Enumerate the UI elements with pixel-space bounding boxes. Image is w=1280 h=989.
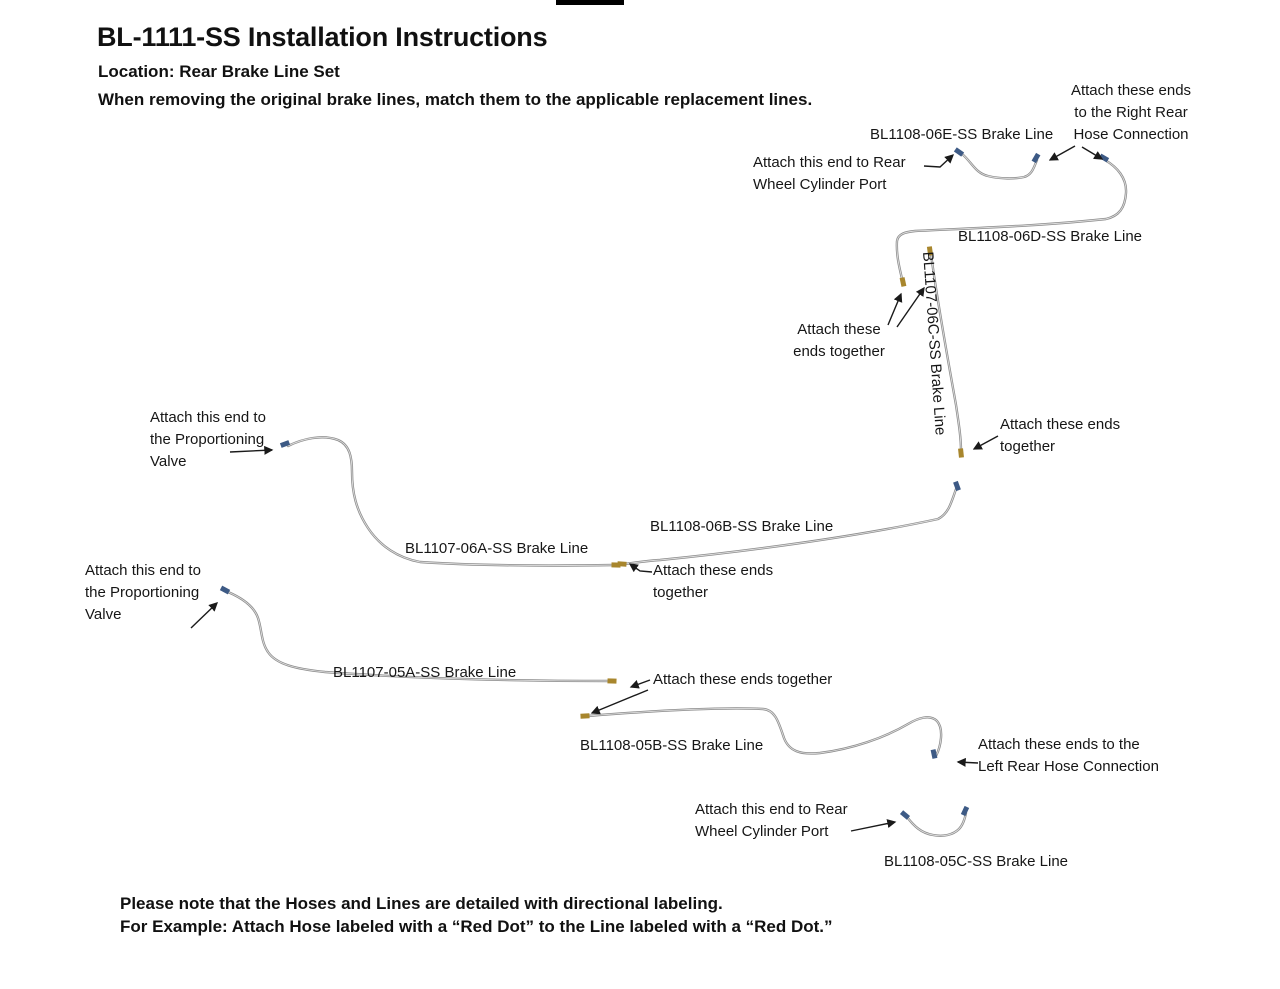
- fitting-06c-bottom: [958, 448, 964, 458]
- arrow-ends-together-upper-2: [896, 286, 925, 328]
- label-bl1108-05b: BL1108-05B-SS Brake Line: [580, 737, 764, 754]
- annotation-prop-valve-lower: Attach this end to the Proportioning Val…: [85, 562, 201, 623]
- label-bl1108-05c: BL1108-05C-SS Brake Line: [884, 853, 1068, 870]
- fitting-06a-right: [611, 562, 621, 568]
- fitting-06a-left: [279, 440, 291, 448]
- fitting-05b-left: [580, 713, 590, 719]
- tube-fittings: [219, 147, 1110, 820]
- label-bl1107-06a: BL1107-06A-SS Brake Line: [405, 540, 589, 557]
- arrow-wheel-cylinder-top: [923, 154, 955, 168]
- label-bl1107-05a: BL1107-05A-SS Brake Line: [333, 664, 517, 681]
- annotation-wheel-cylinder-bottom: Attach this end to Rear Wheel Cylinder P…: [695, 801, 848, 840]
- arrow-ends-together-right: [972, 435, 999, 450]
- arrow-right-rear-hose-2: [1081, 146, 1104, 160]
- page-title: BL-1111-SS Installation Instructions: [97, 22, 548, 52]
- annotation-ends-together-upper: Attach these ends together: [793, 321, 885, 360]
- annotation-ends-together-right: Attach these ends together: [1000, 416, 1121, 455]
- fitting-06e-right: [1031, 152, 1041, 164]
- annotation-ends-together-lower: Attach these ends together: [653, 671, 833, 688]
- arrow-ends-together-lower-1: [629, 679, 651, 689]
- arrow-ends-together-upper-1: [887, 292, 903, 326]
- arrow-prop-valve-upper: [229, 445, 274, 455]
- label-bl1108-06d: BL1108-06D-SS Brake Line: [958, 228, 1142, 245]
- arrow-ends-together-mid: [628, 563, 653, 573]
- page-edge-artifact: [556, 0, 624, 5]
- fitting-06e-left: [953, 147, 965, 157]
- fitting-05c-right: [960, 805, 970, 817]
- fitting-06c-top: [926, 246, 934, 256]
- annotation-left-rear-hose: Attach these ends to the Left Rear Hose …: [978, 736, 1159, 775]
- arrow-wheel-cylinder-bottom: [850, 819, 897, 832]
- label-bl1108-06b: BL1108-06B-SS Brake Line: [650, 518, 834, 535]
- arrow-ends-together-lower-2: [590, 689, 649, 715]
- annotation-prop-valve-upper: Attach this end to the Proportioning Val…: [150, 409, 266, 470]
- annotation-wheel-cylinder-top: Attach this end to Rear Wheel Cylinder P…: [753, 154, 906, 193]
- footer-note-1: Please note that the Hoses and Lines are…: [120, 894, 723, 913]
- fitting-06d-end: [899, 277, 907, 287]
- brake-line-05c: [905, 811, 968, 837]
- fitting-05a-left: [219, 585, 231, 595]
- instruction-text: When removing the original brake lines, …: [98, 90, 813, 109]
- label-bl1108-06e: BL1108-06E-SS Brake Line: [870, 126, 1054, 143]
- arrow-prop-valve-lower: [190, 602, 218, 629]
- fitting-05a-right: [607, 678, 617, 684]
- pointer-arrows: [190, 145, 1104, 832]
- fitting-06b-top: [953, 480, 961, 492]
- fitting-05b-right: [930, 749, 938, 759]
- annotation-right-rear-hose: Attach these ends to the Right Rear Hose…: [1070, 82, 1192, 143]
- arrow-left-rear-hose: [956, 757, 979, 767]
- brake-line-06e: [959, 151, 1039, 180]
- location-subtitle: Location: Rear Brake Line Set: [98, 62, 340, 81]
- fitting-05c-left: [899, 810, 911, 820]
- arrow-right-rear-hose-1: [1048, 145, 1076, 161]
- footer-note-2: For Example: Attach Hose labeled with a …: [120, 917, 833, 936]
- annotation-ends-together-mid: Attach these ends together: [653, 562, 774, 601]
